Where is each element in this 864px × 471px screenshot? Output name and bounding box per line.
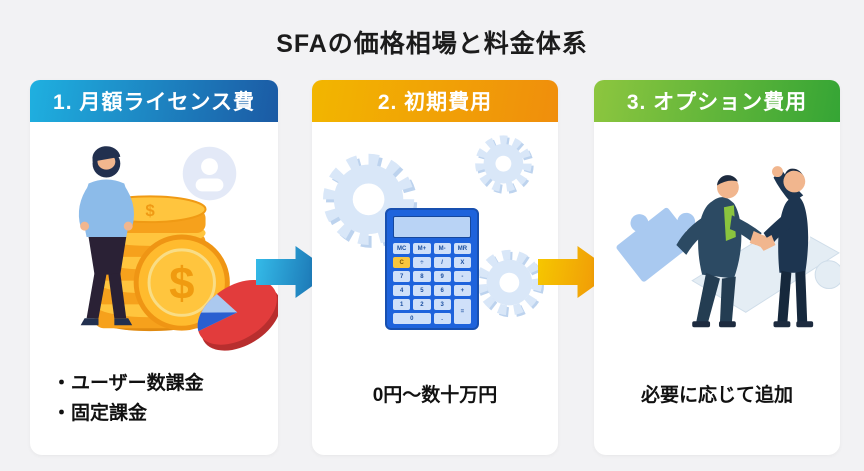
calculator-key: 7 <box>393 271 411 282</box>
calculator-key: 3 <box>433 299 451 310</box>
businessman-figure <box>676 175 772 328</box>
card-initial-cost: 2. 初期費用 <box>312 80 558 455</box>
handshake-illustration <box>594 124 840 352</box>
calculator-key: X <box>453 257 471 268</box>
calculator-key: ÷ <box>413 257 431 268</box>
calculator-key: C <box>393 257 411 268</box>
card-monthly-license-notes: ・ユーザー数課金 ・固定課金 <box>30 369 278 429</box>
card-initial-cost-note: 0円〜数十万円 <box>372 385 498 406</box>
gear-icon <box>475 135 534 194</box>
card-monthly-license-fee: 1. 月額ライセンス費 <box>30 80 278 455</box>
calculator-key: 8 <box>413 271 431 282</box>
puzzle-piece-icon <box>616 207 696 282</box>
svg-text:$: $ <box>145 201 155 220</box>
calculator-key: . <box>433 313 451 324</box>
coins-and-man-graphic: $ $ <box>78 146 278 351</box>
handshake-graphic <box>616 166 840 328</box>
calculator-key: M+ <box>413 243 431 254</box>
calculator-key: - <box>453 271 471 282</box>
man-with-coins-illustration: $ $ <box>30 124 278 352</box>
calculator-key: 6 <box>433 285 451 296</box>
user-avatar-icon <box>182 146 237 201</box>
calculator-key: 2 <box>413 299 431 310</box>
card-option-cost-header: 3. オプション費用 <box>594 80 840 122</box>
calculator-key: 9 <box>433 271 451 282</box>
pie-chart-icon <box>197 279 278 351</box>
card-monthly-license-header: 1. 月額ライセンス費 <box>30 80 278 122</box>
calculator-key: 5 <box>413 285 431 296</box>
bullet-line: ・ユーザー数課金 <box>52 373 204 394</box>
calculator-key: + <box>453 285 471 296</box>
calculator-key: MR <box>453 243 471 254</box>
card-option-cost-note: 必要に応じて追加 <box>640 385 793 406</box>
gear-icon <box>476 249 545 318</box>
bullet-line: ・固定課金 <box>52 403 148 424</box>
card-option-cost: 3. オプション費用 <box>594 80 840 455</box>
calculator-key: 4 <box>393 285 411 296</box>
page-title: SFAの価格相場と料金体系 <box>276 30 588 58</box>
svg-text:$: $ <box>169 257 194 308</box>
businessman-figure <box>78 146 134 326</box>
calculator-key: 0 <box>393 313 431 324</box>
calculator-key: / <box>433 257 451 268</box>
calculator-key: M- <box>433 243 451 254</box>
calculator-display <box>393 216 471 238</box>
card-initial-cost-header: 2. 初期費用 <box>312 80 558 122</box>
calculator-key: MC <box>393 243 411 254</box>
calculator-key: = <box>453 299 471 324</box>
calculator-key: 1 <box>393 299 411 310</box>
businessman-figure <box>755 166 814 328</box>
